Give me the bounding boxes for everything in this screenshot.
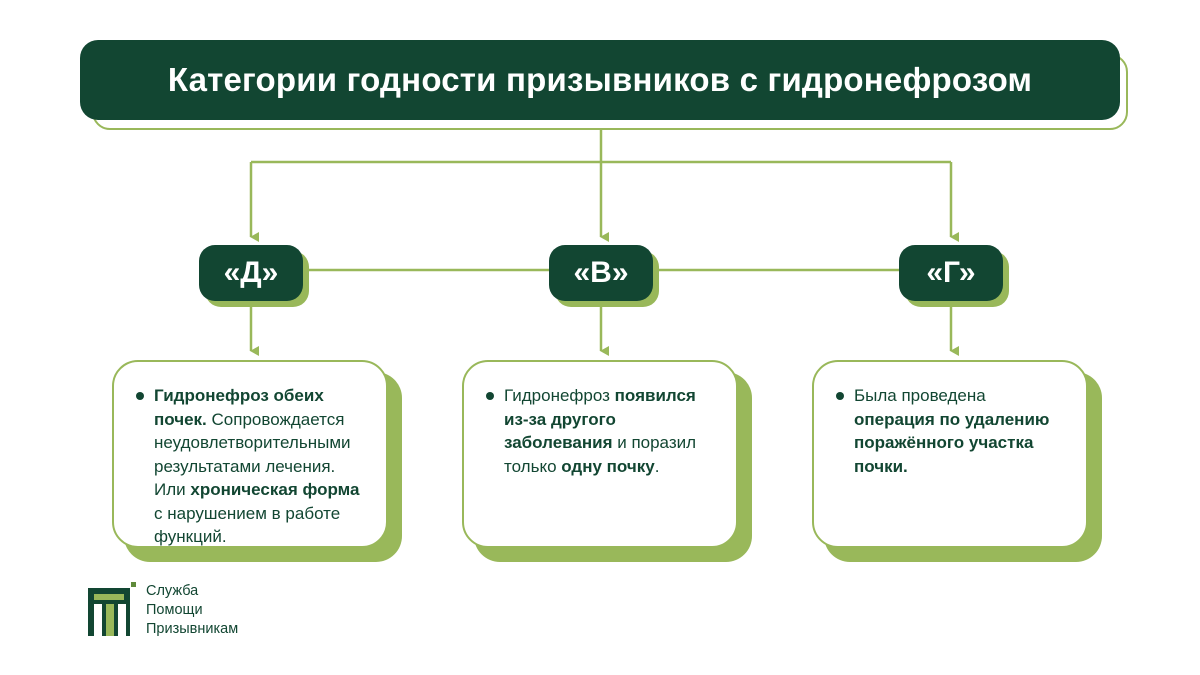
card-v-body: Гидронефроз появился из-за другого забол… xyxy=(462,360,738,548)
card-v-seg-2: и поразил только xyxy=(504,433,697,476)
card-v-seg-4: . xyxy=(654,456,660,476)
card-v-seg-0: Гидронефроз xyxy=(504,386,615,405)
logo-line-3: Призывникам xyxy=(146,621,239,637)
bullet-dot xyxy=(836,392,844,400)
logo-text: Служба Помощи Призывникам xyxy=(146,582,238,639)
card-g-seg-1: операция по удалению поражённого участка… xyxy=(854,409,1050,476)
logo-mark-icon xyxy=(88,582,136,636)
card-d-body: Гидронефроз обеих почек. Сопровождается … xyxy=(112,360,388,548)
card-v-text: Гидронефроз появился из-за другого забол… xyxy=(504,386,696,476)
card-d-seg-1: Сопровождается неудовлетворительными рез… xyxy=(154,409,351,500)
card-d-seg-3: с нарушением в работе функций. xyxy=(154,503,341,547)
logo-line-2: Помощи xyxy=(146,602,203,618)
card-v-seg-1: появился из-за другого заболевания xyxy=(504,386,696,452)
card-g-text: Была проведена операция по удалению пора… xyxy=(854,386,1049,476)
brand-logo: Служба Помощи Призывникам xyxy=(88,580,268,640)
title-block: Категории годности призывников с гидроне… xyxy=(80,40,1130,132)
category-g-label: «Г» xyxy=(899,245,1003,301)
bullet-dot xyxy=(486,392,494,400)
card-v-seg-3: одну почку xyxy=(561,456,655,476)
category-d-badge: «Д» xyxy=(199,245,309,307)
category-v-badge: «В» xyxy=(549,245,659,307)
bullet-dot xyxy=(136,392,144,400)
card-d-seg-0: Гидронефроз обеих почек. xyxy=(154,386,324,429)
card-v: Гидронефроз появился из-за другого забол… xyxy=(462,360,754,562)
card-g: Была проведена операция по удалению пора… xyxy=(812,360,1104,562)
logo-line-1: Служба xyxy=(146,583,199,599)
category-d-label: «Д» xyxy=(199,245,303,301)
card-g-body: Была проведена операция по удалению пора… xyxy=(812,360,1088,548)
category-g-badge: «Г» xyxy=(899,245,1009,307)
page-title: Категории годности призывников с гидроне… xyxy=(80,40,1120,120)
category-v-label: «В» xyxy=(549,245,653,301)
card-g-seg-0: Была проведена xyxy=(854,386,986,405)
card-d-seg-2: хроническая форма xyxy=(190,480,360,499)
card-d-text: Гидронефроз обеих почек. Сопровождается … xyxy=(154,386,359,546)
card-d: Гидронефроз обеих почек. Сопровождается … xyxy=(112,360,404,562)
